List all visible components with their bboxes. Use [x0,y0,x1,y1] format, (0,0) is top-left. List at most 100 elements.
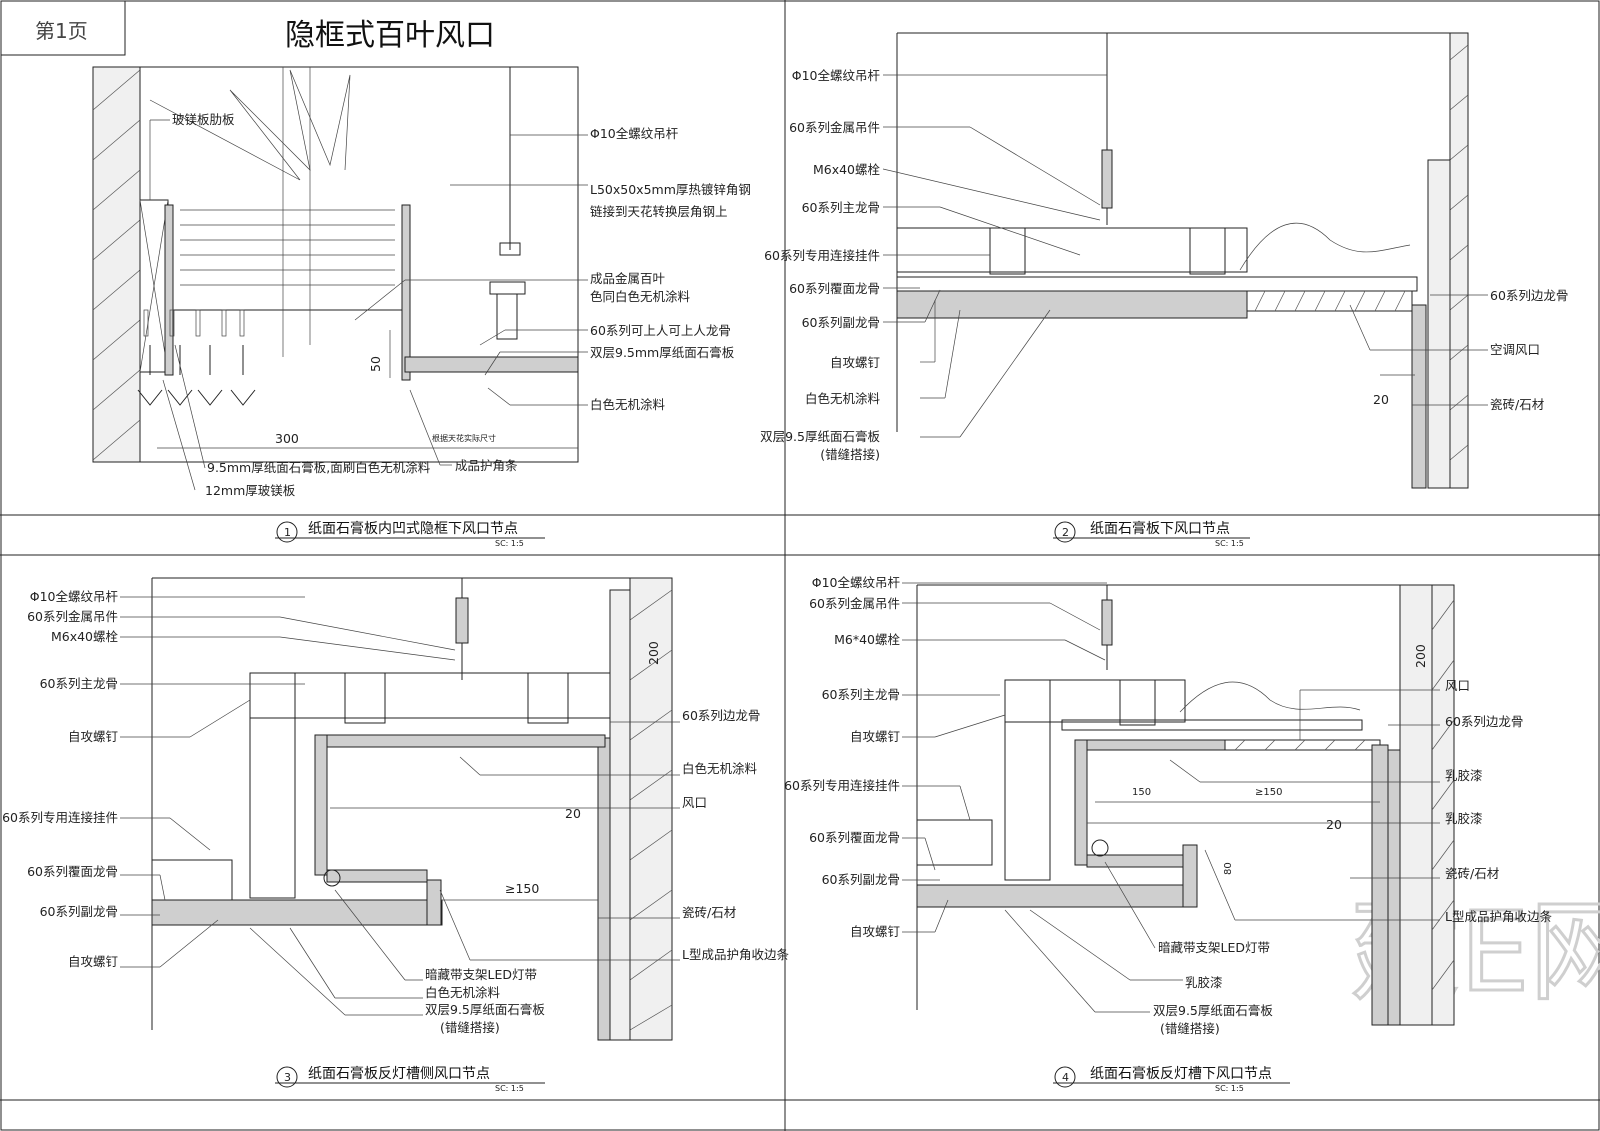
detail-number: 4 [1062,1071,1069,1084]
label-rib: 玻镁板肋板 [172,112,235,127]
dim-150: 150 [1132,787,1151,798]
label-edge-keel: 60系列边龙骨 [1445,714,1523,729]
label-latex: 乳胶漆 [1445,768,1483,783]
detail-3-caption: 3 纸面石膏板反灯槽侧风口节点 SC: 1:5 [275,1065,545,1093]
detail-caption: 纸面石膏板反灯槽侧风口节点 [308,1065,490,1082]
label-connector: 60系列专用连接挂件 [2,810,118,825]
dim-min: ≥150 [1255,787,1282,798]
detail-scale: SC: 1:5 [495,539,524,548]
detail-caption: 纸面石膏板反灯槽下风口节点 [1090,1065,1272,1082]
page-label: 第1页 [35,19,88,43]
label-connector: 60系列专用连接挂件 [764,248,880,263]
label-board: 双层9.5厚纸面石膏板 [1153,1003,1273,1018]
label-screw: 自攻螺钉 [68,729,119,744]
detail-number: 1 [284,526,291,539]
label-board-note: (错缝搭接) [820,447,880,462]
dim-wall: 200 [1413,644,1428,668]
label-hanger: 60系列金属吊件 [789,120,880,135]
detail-4-drawing [902,582,1455,1026]
label-corner-bead: 成品护角条 [455,458,518,473]
page-title: 隐框式百叶风口 [285,18,495,53]
label-latex-bottom: 乳胶漆 [1185,975,1223,990]
detail-4-labels-right: 风口 60系列边龙骨 乳胶漆 乳胶漆 瓷砖/石材 L型成品护角收边条 暗藏带支架… [1132,644,1552,1036]
label-paint: 白色无机涂料 [682,761,758,776]
label-corner: L型成品护角收边条 [682,947,789,962]
dim-width: 300 [275,431,299,446]
detail-1-caption: 1 纸面石膏板内凹式隐框下风口节点 SC: 1:5 [275,520,545,548]
label-corner: L型成品护角收边条 [1445,909,1552,924]
label-paint-bottom: 白色无机涂料 [425,985,501,1000]
detail-3-labels-right: 60系列边龙骨 白色无机涂料 风口 瓷砖/石材 L型成品护角收边条 暗藏带支架L… [425,641,789,1035]
label-vent: 空调风口 [1490,342,1540,357]
label-screw: 自攻螺钉 [850,729,901,744]
dim-note: 根据天花实际尺寸 [432,433,496,443]
label-tile: 瓷砖/石材 [682,905,736,920]
label-latex: 乳胶漆 [1445,811,1483,826]
detail-3-leaders [120,596,680,1016]
label-rod: Φ10全螺纹吊杆 [30,589,119,604]
detail-scale: SC: 1:5 [1215,1084,1244,1093]
label-main-keel: 60系列主龙骨 [822,687,900,702]
detail-1-labels: 玻镁板肋板 Φ10全螺纹吊杆 L50x50x5mm厚热镀锌角钢 链接到天花转换层… [172,112,751,498]
label-screw: 自攻螺钉 [68,954,119,969]
label-edge-keel: 60系列边龙骨 [1490,288,1568,303]
dim-height: 50 [368,356,383,372]
label-led: 暗藏带支架LED灯带 [425,967,537,982]
label-mgo-board: 12mm厚玻镁板 [205,483,296,498]
dim-gap: 20 [1326,817,1342,832]
dim-min: ≥150 [505,881,539,896]
label-rod: Φ10全螺纹吊杆 [812,575,901,590]
airflow-arrows [137,345,256,406]
label-vent: 风口 [682,795,707,810]
label-edge-keel: 60系列边龙骨 [682,708,760,723]
detail-2-caption: 2 纸面石膏板下风口节点 SC: 1:5 [1053,520,1250,548]
label-cover-keel: 60系列覆面龙骨 [809,830,900,845]
label-sub-keel: 60系列副龙骨 [40,904,118,919]
label-rod: Φ10全螺纹吊杆 [792,68,881,83]
detail-4-caption: 4 纸面石膏板反灯槽下风口节点 SC: 1:5 [1053,1065,1290,1093]
detail-3-drawing [120,577,680,1041]
label-paint: 白色无机涂料 [805,391,881,406]
dim-80: 80 [1223,862,1234,875]
detail-number: 2 [1062,526,1069,539]
detail-3-labels: Φ10全螺纹吊杆 60系列金属吊件 M6x40螺栓 60系列主龙骨 自攻螺钉 6… [2,589,118,969]
detail-scale: SC: 1:5 [1215,539,1244,548]
detail-2-drawing [882,32,1488,489]
label-led: 暗藏带支架LED灯带 [1158,940,1270,955]
label-louver: 成品金属百叶 [590,271,666,286]
label-board: 双层9.5mm厚纸面石膏板 [590,345,735,360]
label-cover-keel: 60系列覆面龙骨 [27,864,118,879]
detail-number: 3 [284,1071,291,1084]
label-main-keel: 60系列主龙骨 [802,200,880,215]
label-tile: 瓷砖/石材 [1445,866,1499,881]
detail-caption: 纸面石膏板内凹式隐框下风口节点 [308,520,518,537]
label-board-note: (错缝搭接) [1160,1021,1220,1036]
dim-wall: 200 [646,641,661,665]
detail-2-labels-right: 60系列边龙骨 空调风口 瓷砖/石材 20 [1373,288,1568,412]
label-angle-steel-note: 链接到天花转换层角钢上 [590,204,728,219]
label-hanger: 60系列金属吊件 [809,596,900,611]
label-gypsum-single: 9.5mm厚纸面石膏板,面刷白色无机涂料 [207,460,431,475]
label-vent: 风口 [1445,678,1470,693]
label-louver-color: 色同白色无机涂料 [590,289,691,304]
label-bolt: M6x40螺栓 [813,162,881,177]
label-sub-keel: 60系列副龙骨 [802,315,880,330]
label-board-note: (错缝搭接) [440,1020,500,1035]
label-angle-steel: L50x50x5mm厚热镀锌角钢 [590,182,751,197]
label-tile: 瓷砖/石材 [1490,397,1544,412]
label-cover-keel: 60系列覆面龙骨 [789,281,880,296]
label-rod: Φ10全螺纹吊杆 [590,126,679,141]
detail-caption: 纸面石膏板下风口节点 [1090,520,1230,537]
label-paint: 白色无机涂料 [590,397,666,412]
label-keel: 60系列可上人可上人龙骨 [590,323,731,338]
label-sub-keel: 60系列副龙骨 [822,872,900,887]
label-board: 双层9.5厚纸面石膏板 [425,1002,545,1017]
label-bolt: M6x40螺栓 [51,629,119,644]
dim-gap: 20 [565,806,581,821]
detail-4-leaders [902,582,1440,1013]
dim-gap: 20 [1373,392,1389,407]
label-main-keel: 60系列主龙骨 [40,676,118,691]
detail-2-leaders [882,74,1488,438]
label-bolt: M6*40螺栓 [834,632,900,647]
